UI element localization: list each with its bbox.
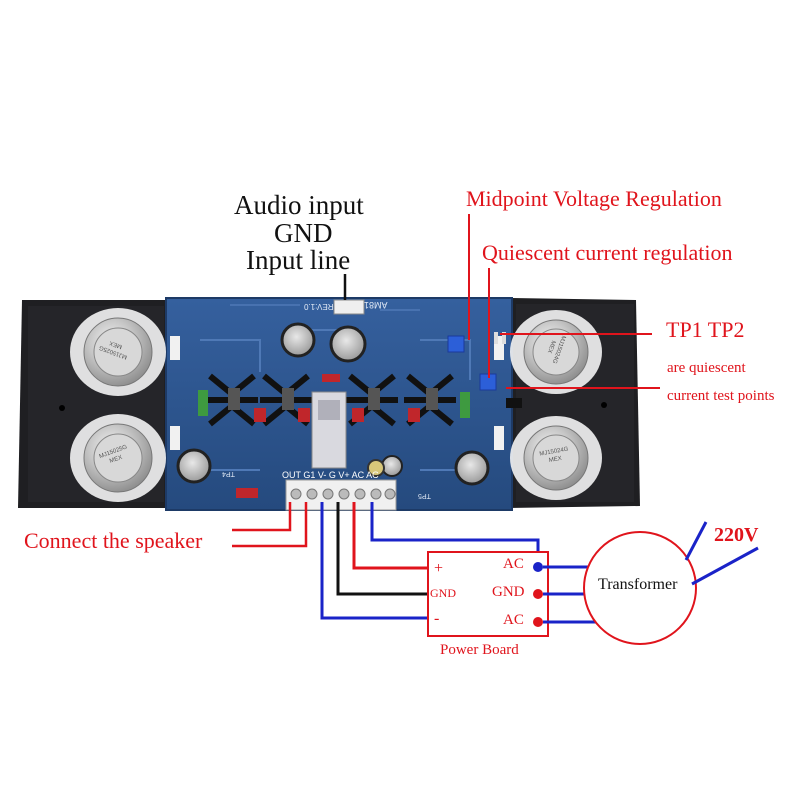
power-board-ac-top: AC — [503, 556, 524, 572]
power-board-label: Power Board — [440, 642, 519, 658]
power-board-plus: + — [434, 560, 444, 577]
tp-note-line2: current test points — [667, 388, 775, 404]
transistor-bottom-left — [70, 414, 166, 502]
power-board-box — [427, 551, 549, 637]
trimpot-midpoint — [447, 335, 465, 353]
tp2-pin — [502, 332, 506, 344]
speaker-wire-1 — [232, 502, 292, 532]
transistor-top-left — [70, 308, 166, 396]
quiescent-label: Quiescent current regulation — [482, 240, 733, 265]
green-component — [198, 390, 208, 416]
speaker-wire-2 — [232, 502, 308, 548]
audio-input-label: Audio input — [234, 190, 364, 220]
tp4-label: TP4 — [222, 470, 235, 477]
power-board-gnd: GND — [430, 586, 456, 600]
resistors — [236, 374, 420, 498]
insulator — [494, 426, 504, 450]
gnd-top-label: GND — [274, 218, 333, 248]
terminal-gnd — [533, 589, 543, 599]
tp5-label: TP5 — [418, 492, 431, 499]
tp1-pin — [494, 332, 498, 344]
green-component — [460, 392, 470, 418]
wire-v-minus — [320, 502, 428, 620]
small-transistor — [506, 398, 522, 408]
wire-v-plus — [352, 502, 428, 570]
mains-wire-1 — [684, 521, 708, 561]
transistor-bottom-right — [510, 416, 602, 500]
terminal-pin-labels: OUT G1 V- G V+ AC AC — [282, 470, 379, 480]
capacitor-large — [176, 322, 490, 486]
mains-wire-2 — [691, 546, 759, 586]
insulator — [170, 426, 180, 450]
transistor-top-right — [510, 310, 602, 394]
voltage-label: 220V — [714, 524, 759, 546]
input-connector — [333, 299, 365, 315]
power-board-gnd-right: GND — [492, 584, 525, 600]
tp-note-line1: are quiescent — [667, 360, 746, 376]
board-model: AM81 — [364, 300, 388, 310]
insulator — [494, 336, 504, 360]
transformer-circle — [583, 531, 697, 645]
power-board-ac-bottom: AC — [503, 612, 524, 628]
terminal-ac-top — [533, 562, 543, 572]
terminal-ac-bottom — [533, 617, 543, 627]
power-board-minus: - — [434, 610, 440, 627]
tp-label: TP1 TP2 — [666, 317, 745, 342]
midpoint-label: Midpoint Voltage Regulation — [466, 186, 722, 211]
driver-heatsinks — [206, 373, 456, 427]
board-rev: REV:1.0 — [304, 302, 334, 311]
speaker-label: Connect the speaker — [24, 528, 203, 553]
transformer-label: Transformer — [598, 576, 678, 593]
wire-gnd — [336, 502, 428, 596]
insulator — [170, 336, 180, 360]
input-line-label: Input line — [246, 245, 351, 275]
screw-terminals — [285, 479, 397, 511]
